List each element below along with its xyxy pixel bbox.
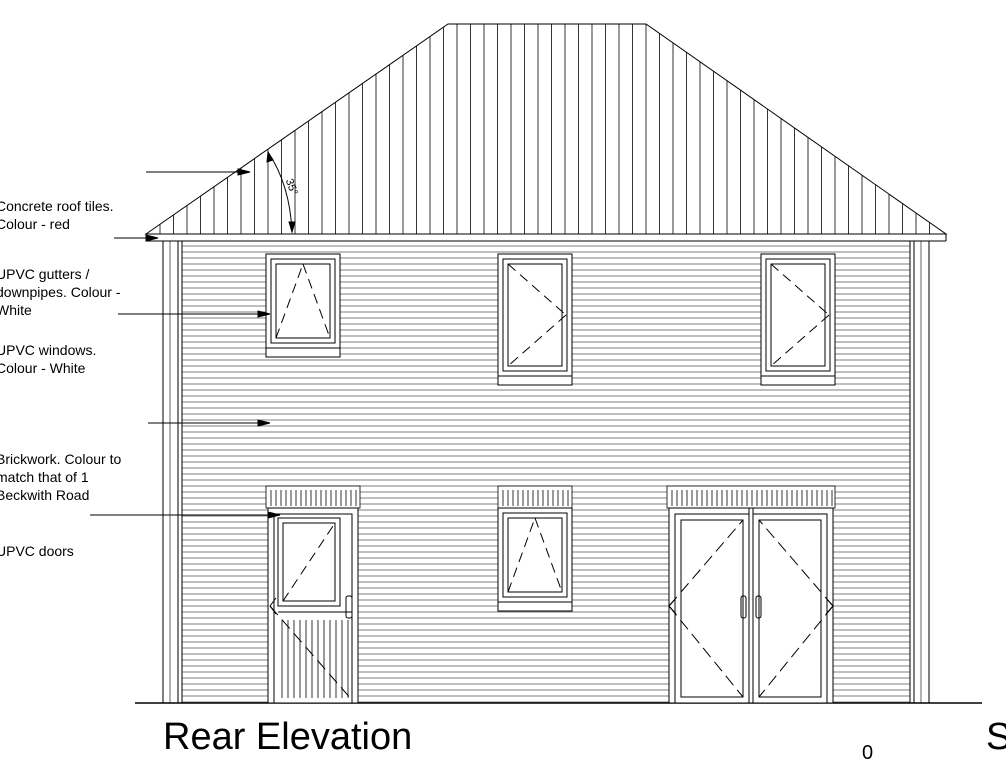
annotation-leaders [90, 168, 281, 519]
upper-window-centre [497, 253, 573, 386]
upper-window-right [760, 253, 836, 386]
roof-annotation: Concrete roof tiles.Colour - red [0, 198, 114, 232]
next-drawing-title-fragment: S [986, 716, 1006, 758]
roof-tile-lines [159, 24, 930, 234]
gutters-annotation: UPVC gutters /downpipes. Colour -White [0, 266, 121, 318]
french-doors [668, 507, 834, 704]
doors-annotation: UPVC doors [0, 543, 74, 559]
lower-window-centre [497, 507, 573, 612]
door-lintels [265, 485, 836, 509]
windows-annotation: UPVC windows.Colour - White [0, 342, 97, 376]
drawing-title: Rear Elevation [163, 716, 413, 758]
roof-outline [144, 23, 948, 235]
right-downpipe [913, 240, 930, 704]
scale-bar-zero: 0 [862, 742, 874, 764]
upper-window-left [265, 253, 341, 358]
left-downpipe [162, 240, 179, 704]
rear-door [267, 507, 359, 704]
